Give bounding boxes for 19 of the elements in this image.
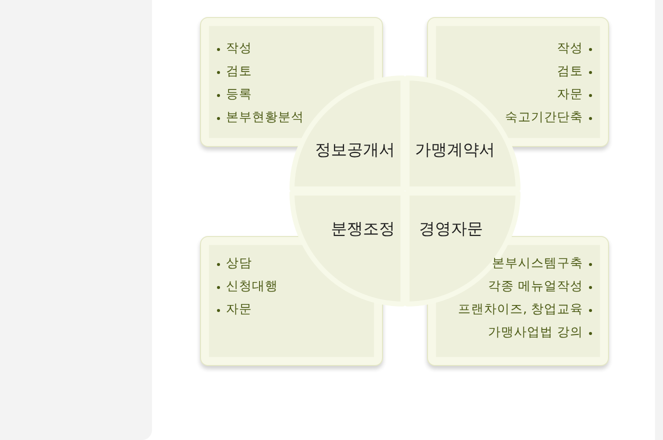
list-item: 자문 — [557, 86, 583, 102]
list-item: 본부현황분석 — [226, 109, 304, 125]
list-item: 가맹사업법 강의 — [488, 324, 583, 340]
quadrant-title: 정보공개서 — [315, 140, 395, 160]
list-item: 검토 — [226, 63, 252, 79]
list-item: 등록 — [226, 86, 252, 102]
list-item: 각종 메뉴얼작성 — [488, 278, 583, 294]
list-item: 작성 — [226, 40, 252, 56]
list-item: 본부시스템구축 — [492, 255, 583, 271]
list-item: 프랜차이즈, 창업교육 — [458, 301, 583, 317]
quadrant-title: 경영자문 — [419, 219, 483, 239]
quadrant-title: 가맹계약서 — [415, 140, 495, 160]
list-item: 상담 — [226, 255, 252, 271]
list-item: 검토 — [557, 63, 583, 79]
list-item: 숙고기간단축 — [505, 109, 583, 125]
list-item: 작성 — [557, 40, 583, 56]
quadrant-title: 분쟁조정 — [331, 219, 395, 239]
list-item: 자문 — [226, 301, 252, 317]
list-item: 신청대행 — [226, 278, 278, 294]
